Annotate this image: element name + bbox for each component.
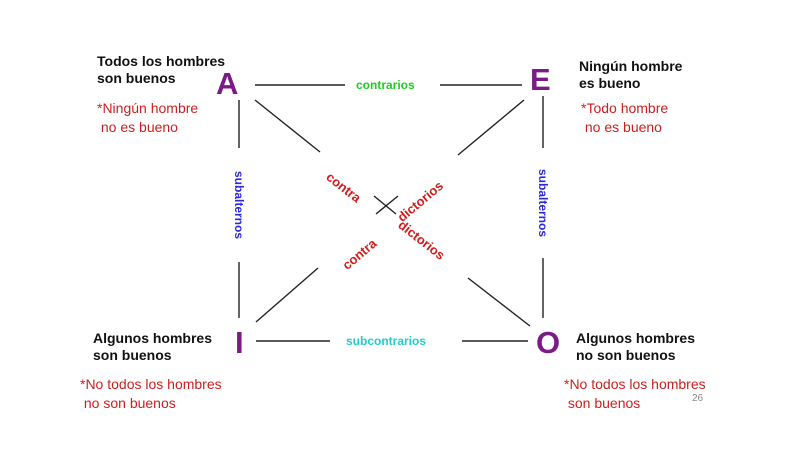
note-a-line-1: *Ningún hombre — [97, 100, 199, 116]
statement-e-line-2: es bueno — [579, 75, 641, 91]
note-e-line-1: *Todo hombre — [581, 100, 669, 116]
statement-o: Algunos hombres no son buenos — [576, 330, 695, 364]
corner-letter-a: A — [216, 66, 239, 101]
note-a: *Ningún hombre no es bueno — [97, 99, 198, 137]
label-contrarios: contrarios — [356, 78, 415, 92]
line-diagonal-e-i-upper — [457, 99, 525, 156]
note-o-line-2: son buenos — [564, 395, 641, 411]
label-subalternos-right-wrap: subalternos — [503, 169, 583, 237]
statement-i: Algunos hombres son buenos — [93, 330, 212, 364]
label-subalternos-left-wrap: subalternos — [199, 171, 279, 239]
label-subalternos-left: subalternos — [232, 170, 246, 239]
corner-letter-e: E — [530, 62, 551, 97]
statement-i-line-2: son buenos — [93, 347, 172, 363]
page-number: 26 — [692, 393, 704, 404]
note-o-line-1: *No todos los hombres — [564, 376, 706, 392]
statement-e-line-1: Ningún hombre — [579, 58, 683, 74]
statement-o-line-2: no son buenos — [576, 347, 676, 363]
corner-letter-i: I — [235, 325, 244, 360]
note-e-line-2: no es bueno — [581, 119, 662, 135]
label-subalternos-right: subalternos — [536, 168, 550, 237]
note-i: *No todos los hombres no son buenos — [80, 375, 222, 413]
note-i-line-2: no son buenos — [80, 395, 176, 411]
statement-a-line-1: Todos los hombres — [97, 53, 226, 69]
note-o: *No todos los hombres son buenos — [564, 375, 706, 413]
line-diagonal-a-o-upper — [254, 99, 321, 153]
corner-letter-o: O — [536, 325, 561, 360]
statement-o-line-1: Algunos hombres — [576, 330, 696, 346]
note-e: *Todo hombre no es bueno — [581, 99, 668, 137]
line-cross-center-2 — [375, 195, 399, 215]
line-diagonal-e-i-lower — [255, 267, 319, 323]
note-i-line-1: *No todos los hombres — [80, 376, 222, 392]
line-cross-center-1 — [373, 195, 397, 215]
statement-i-line-1: Algunos hombres — [93, 330, 213, 346]
statement-a: Todos los hombres son buenos — [97, 53, 225, 87]
note-a-line-2: no es bueno — [97, 119, 178, 135]
line-diagonal-a-o-lower — [467, 277, 531, 327]
label-subcontrarios: subcontrarios — [346, 334, 427, 348]
statement-e: Ningún hombre es bueno — [579, 58, 682, 92]
statement-a-line-2: son buenos — [97, 70, 176, 86]
